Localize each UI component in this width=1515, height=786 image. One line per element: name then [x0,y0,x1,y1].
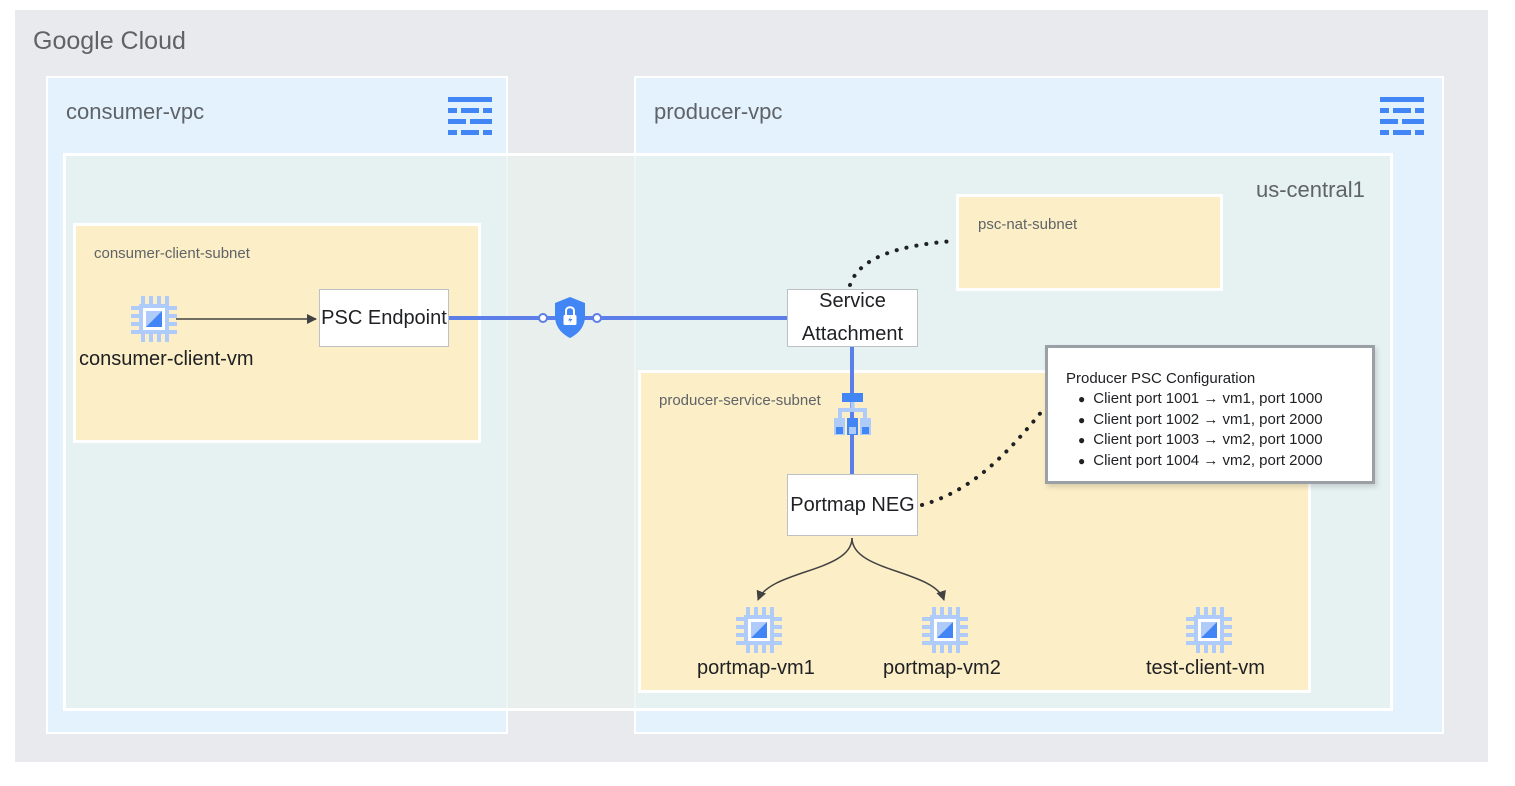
region-title: us-central1 [1256,177,1365,202]
producer-vpc-title: producer-vpc [654,99,783,124]
neg-to-vm2-arrow [851,537,946,601]
load-balancer-icon [834,393,871,435]
vpc-network-icon [448,97,492,135]
psc-endpoint-node[interactable]: PSC Endpoint [319,289,449,347]
psc-config-item: Client port 1004 → vm2, port 2000 [1066,451,1372,472]
compute-engine-icon [922,607,968,653]
service-attachment-node[interactable]: Service Attachment [787,289,918,347]
portmap-neg-label: Portmap NEG [790,493,915,516]
google-cloud-title: Google Cloud [33,27,186,55]
config-dotted-line [920,408,1045,507]
producer-service-subnet-title: producer-service-subnet [659,392,821,409]
psc-config-item: Client port 1003 → vm2, port 1000 [1066,430,1372,451]
consumer-vpc-title: consumer-vpc [66,99,205,124]
service-attachment-label: Service Attachment [801,290,904,345]
portmap-vm2-label: portmap-vm2 [883,657,1001,679]
portmap-neg-node[interactable]: Portmap NEG [787,474,918,536]
neg-to-vm1-arrow [756,537,853,601]
psc-nat-subnet [956,194,1223,291]
vpc-network-icon [1380,97,1424,135]
consumer-client-vm-label: consumer-client-vm [79,348,254,370]
compute-engine-icon [736,607,782,653]
psc-config-item: Client port 1002 → vm1, port 2000 [1066,410,1372,431]
psc-config-list: Client port 1001 → vm1, port 1000 Client… [1066,389,1372,471]
psc-nat-subnet-title: psc-nat-subnet [978,216,1078,233]
portmap-vm1-label: portmap-vm1 [697,657,815,679]
test-client-vm-label: test-client-vm [1146,657,1265,679]
psc-config-title: Producer PSC Configuration [1066,370,1256,387]
consumer-client-subnet-title: consumer-client-subnet [94,245,250,262]
producer-psc-config-callout: Producer PSC Configuration Client port 1… [1045,345,1375,484]
psc-config-item: Client port 1001 → vm1, port 1000 [1066,389,1372,410]
psc-lock-icon [538,297,602,338]
compute-engine-icon [1186,607,1232,653]
nat-subnet-dotted-line [848,239,955,287]
psc-endpoint-label: PSC Endpoint [321,306,447,329]
compute-engine-icon [131,296,177,342]
